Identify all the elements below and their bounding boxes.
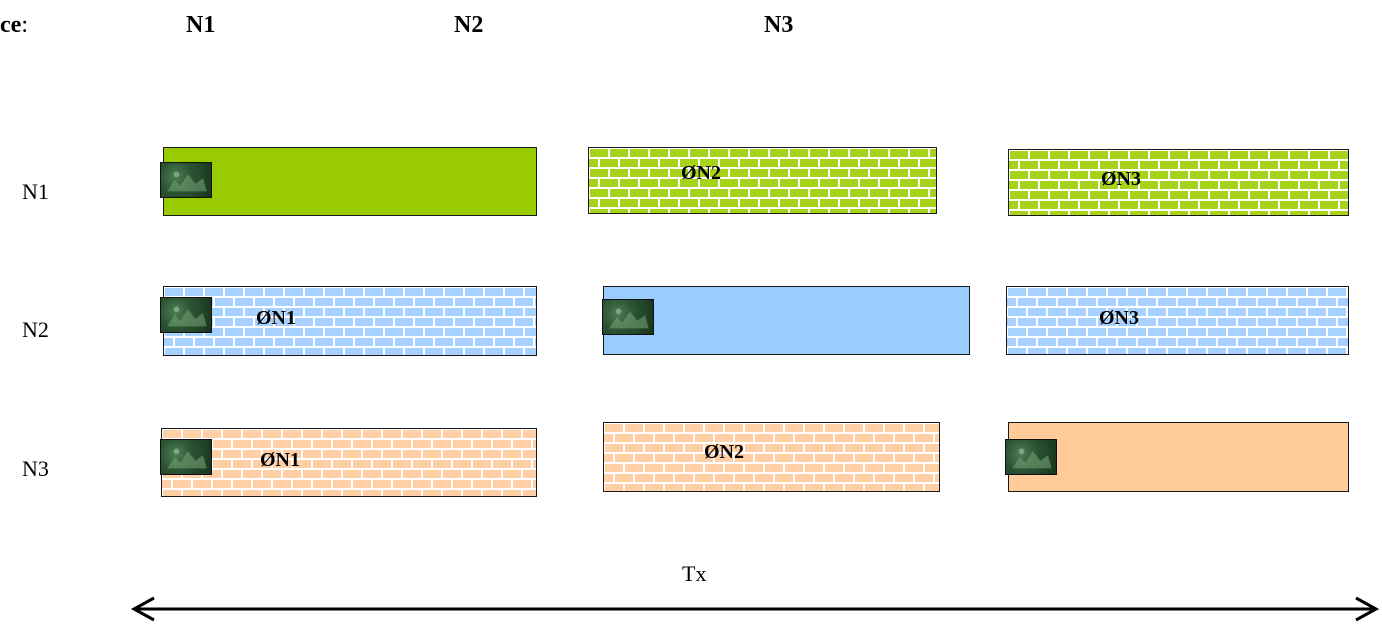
brick-pattern	[589, 148, 936, 213]
row-label-n3: N3	[22, 456, 49, 481]
cell-n1-n3-brick: ØN3	[1008, 149, 1349, 216]
cell-n3-n1-brick: ØN1	[160, 428, 537, 497]
cell-text: ØN1	[260, 449, 300, 471]
cell-n1-n1-solid	[160, 147, 537, 216]
cell-n2-n2-solid	[602, 286, 970, 355]
double-arrow-icon	[130, 596, 1380, 622]
cell-n1-n2-brick: ØN2	[588, 147, 937, 214]
brick-pattern	[1009, 150, 1348, 215]
row-label-n1: N1	[22, 179, 49, 204]
cell-text: ØN2	[681, 162, 721, 184]
column-header-n2: N2	[454, 12, 484, 38]
brick-pattern	[604, 423, 939, 491]
cell-text: ØN3	[1099, 307, 1139, 329]
header-prefix: ce:	[0, 12, 28, 38]
cell-n3-n3-solid	[1005, 422, 1349, 492]
column-header-n1: N1	[186, 12, 216, 38]
cell-n2-n3-brick: ØN3	[1006, 286, 1349, 355]
column-header-n3: N3	[764, 12, 794, 38]
image-thumbnail-icon	[160, 162, 212, 198]
brick-pattern	[1007, 287, 1348, 354]
brick-pattern	[164, 287, 536, 355]
cell-n2-n1-brick: ØN1	[160, 286, 537, 356]
cell-text: ØN1	[256, 307, 296, 329]
cell-text: ØN2	[704, 441, 744, 463]
cell-text: ØN3	[1101, 168, 1141, 190]
row-label-n2: N2	[22, 317, 49, 342]
brick-pattern	[162, 429, 536, 496]
time-axis-label: Tx	[682, 561, 707, 586]
image-thumbnail-icon	[1005, 439, 1057, 475]
cell-n3-n2-brick: ØN2	[603, 422, 940, 492]
image-thumbnail-icon	[160, 297, 212, 333]
image-thumbnail-icon	[602, 299, 654, 335]
image-thumbnail-icon	[160, 439, 212, 475]
